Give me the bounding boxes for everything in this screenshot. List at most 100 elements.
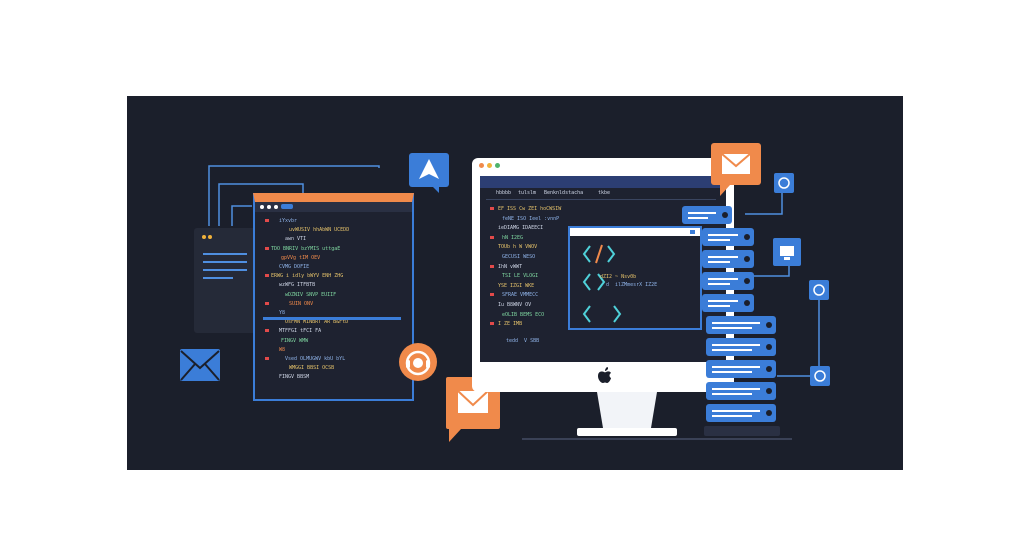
code-line: W8	[279, 346, 286, 353]
code-line: Vsed OLMUGWV kbU bYL	[285, 356, 346, 362]
server-unit	[706, 404, 776, 422]
support-icon	[809, 280, 829, 300]
browser-tab[interactable]: Benknldstacha	[544, 190, 584, 196]
server-led	[744, 300, 750, 306]
overlay-code-window: dZI2 ~ Nsv0b d ilZMmesrX IZ2E	[568, 226, 702, 330]
server-unit-line	[708, 300, 738, 302]
overlay-code-line: d ilZMmesrX IZ2E	[606, 282, 658, 288]
code-line: TSI LE VLOGI	[502, 273, 539, 280]
line-marker	[265, 219, 269, 222]
browser-tab[interactable]: tkbe	[598, 190, 611, 196]
window-dot	[495, 163, 500, 168]
server-led	[722, 212, 728, 218]
navigation-badge	[409, 153, 449, 193]
browser-tab-bar	[480, 176, 726, 188]
server-unit-line	[688, 217, 708, 219]
server-unit-line	[712, 371, 752, 373]
refresh-small-icon	[810, 366, 830, 386]
desktop-monitor: hbbbb tulslm Benknldstacha tkbe EF ISS C…	[472, 158, 734, 392]
server-stack-icon	[682, 206, 792, 446]
code-line: I ZE IMB	[498, 321, 523, 328]
line-marker	[490, 322, 494, 326]
code-line: GECUSI WESO	[502, 254, 536, 260]
server-unit-line	[712, 393, 752, 395]
code-line: CVMG DOFIE	[279, 264, 310, 270]
support-headset-icon	[399, 343, 437, 381]
window-control	[690, 230, 695, 234]
server-unit	[706, 382, 776, 400]
line-marker	[490, 207, 494, 210]
server-led	[766, 344, 772, 350]
bracket-right-icon	[597, 273, 606, 291]
monitor-stand	[577, 392, 677, 436]
window-dot	[274, 205, 278, 209]
server-unit-line	[712, 349, 752, 351]
server-unit-line	[712, 366, 760, 368]
server-unit	[702, 272, 754, 290]
line-marker	[490, 235, 494, 239]
code-line: EF ISS Cw ZEI hoCWSIW	[498, 206, 562, 212]
server-unit-line	[708, 239, 730, 241]
code-line: YSE IZGI WKE	[498, 282, 535, 289]
server-unit	[682, 206, 732, 224]
code-line: IhN vWWT	[498, 263, 523, 270]
line-marker	[265, 329, 269, 333]
code-line: WMGGI BBSI OCSB	[289, 365, 335, 372]
editor-tab	[281, 204, 293, 209]
bracket-pair-icon	[582, 305, 622, 323]
line-marker	[265, 246, 269, 250]
notes-panel	[194, 228, 256, 333]
browser-tab[interactable]: hbbbb	[496, 190, 512, 196]
server-unit-line	[712, 415, 752, 417]
code-line: SUIN ONV	[289, 300, 314, 307]
window-dot	[202, 235, 206, 239]
line-marker	[265, 301, 269, 305]
server-unit	[706, 338, 776, 356]
code-line: TDO BNRIV bzYMIS uttgaE	[271, 245, 341, 252]
display-icon	[773, 238, 801, 266]
window-dot	[260, 205, 264, 209]
text-line	[203, 253, 247, 255]
monitor-bottom-line: tedd V SBB	[506, 338, 540, 344]
code-line: hN I2EG	[502, 234, 524, 241]
monitor-top-bar	[472, 158, 734, 174]
server-unit-line	[712, 388, 760, 390]
server-unit-line	[708, 305, 730, 307]
editor-divider	[263, 317, 401, 320]
server-unit	[702, 228, 754, 246]
line-marker	[265, 274, 269, 278]
server-unit	[702, 294, 754, 312]
server-unit-line	[708, 234, 738, 236]
browser-tab[interactable]: tulslm	[518, 190, 537, 196]
code-line: feNE ISO Ieel :vnnP	[502, 215, 560, 222]
server-unit	[706, 316, 776, 334]
server-unit-line	[712, 322, 760, 324]
server-unit	[706, 360, 776, 378]
server-unit-line	[712, 344, 760, 346]
overlay-code-line: dZI2 ~ Nsv0b	[600, 274, 637, 280]
text-line	[203, 277, 233, 279]
navigation-arrow-icon	[409, 153, 449, 193]
code-line: Iu B8WNV OV	[498, 302, 532, 308]
code-line: ieDIAMG IDAEECI	[498, 225, 544, 232]
email-icon	[180, 349, 220, 381]
server-unit-line	[708, 261, 730, 263]
desk-line	[522, 438, 792, 440]
code-line: uvWUSIV hhAbWN UCEDD	[289, 227, 350, 234]
server-unit-line	[712, 410, 760, 412]
window-dot	[487, 163, 492, 168]
server-led	[744, 234, 750, 240]
code-line: TOUb h W VWOV	[498, 244, 538, 251]
code-line: wDZNIV SNVP EUIIF	[285, 291, 337, 298]
code-line: OsFMN MINBRT AR B&FtD	[285, 319, 349, 326]
server-led	[766, 388, 772, 394]
code-line: MTFFGI tFCI FA	[279, 328, 322, 335]
browser-tabs: hbbbb tulslm Benknldstacha tkbe	[486, 190, 716, 198]
code-line: awn VTI	[285, 236, 307, 243]
server-unit-line	[708, 278, 738, 280]
server-unit-line	[712, 327, 752, 329]
code-line: eOLIB BEMS ECO	[502, 311, 545, 318]
editor-title-bar	[255, 202, 412, 212]
email-bubble-icon	[711, 143, 761, 196]
